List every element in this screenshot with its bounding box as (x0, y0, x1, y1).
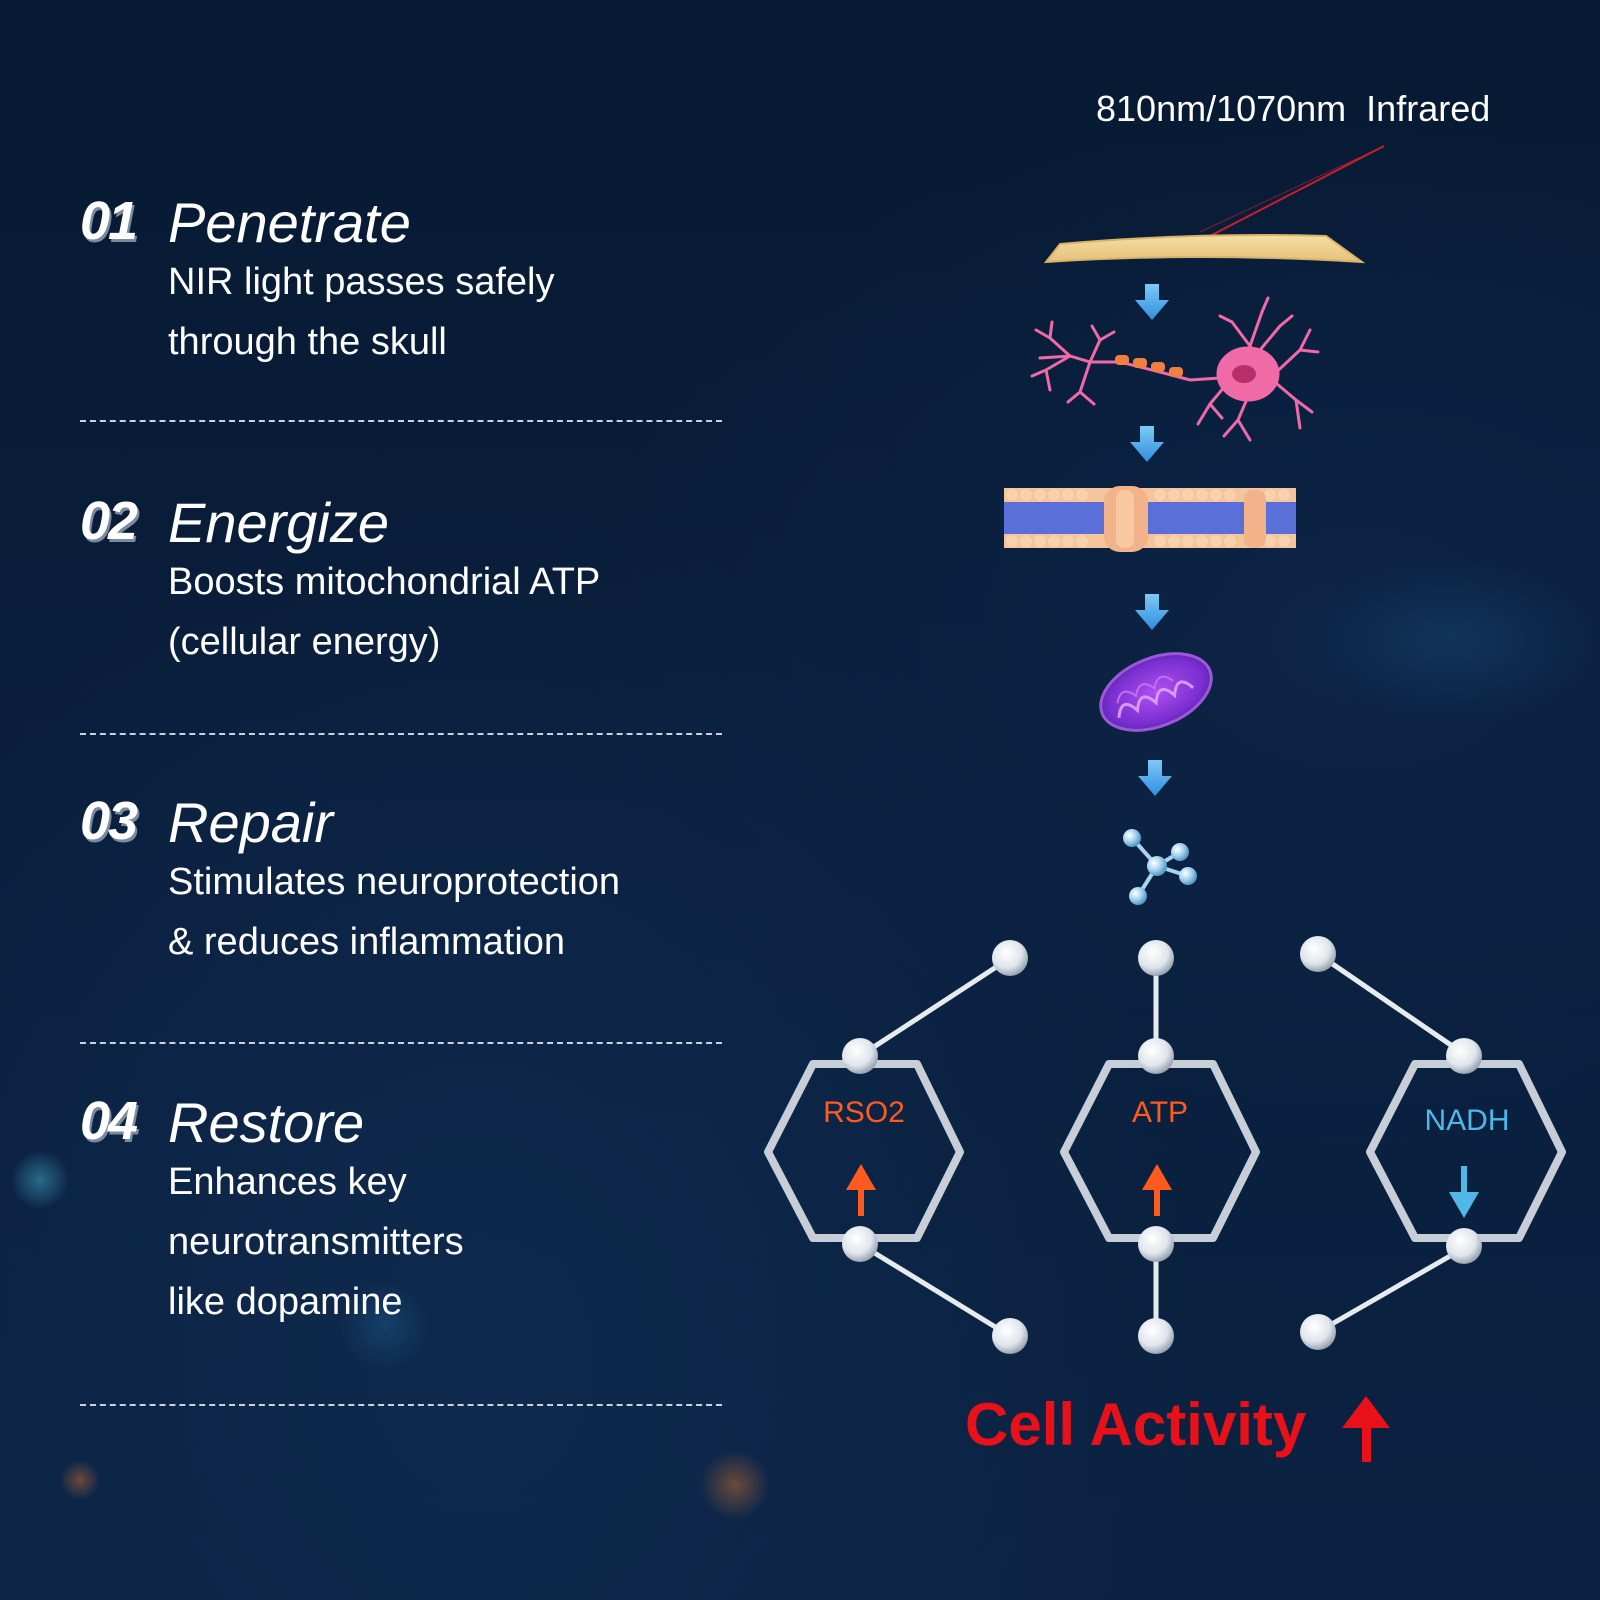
molecule-icon (1123, 829, 1197, 905)
step-description: Stimulates neuroprotection & reduces inf… (168, 861, 621, 963)
step-title: Repair (168, 791, 333, 854)
step-number: 03 (80, 791, 138, 851)
cell-activity-label: Cell Activity (965, 1391, 1307, 1458)
laser-beam (1199, 145, 1385, 237)
marker-label-rso2: RSO2 (823, 1096, 905, 1129)
dashed-divider (80, 733, 722, 735)
hexagon-nadh (1366, 1060, 1566, 1242)
step-number: 01 (80, 191, 138, 251)
neuron-icon (1030, 296, 1320, 442)
down-arrow-icon (1130, 426, 1164, 462)
skull-layer-icon (1043, 234, 1366, 264)
arrow-down-icon (1449, 1166, 1479, 1218)
dashed-divider (80, 1404, 722, 1406)
down-arrow-icon (1135, 594, 1169, 630)
dashed-divider (80, 420, 722, 422)
marker-label-atp: ATP (1131, 1096, 1189, 1129)
step-title: Restore (168, 1091, 365, 1154)
connector-nodes (842, 936, 1482, 1354)
cell-activity-arrow-icon (1342, 1396, 1390, 1462)
mitochondria-icon (1099, 652, 1213, 732)
step-title: Penetrate (168, 191, 411, 254)
step-title: Energize (168, 491, 390, 554)
down-arrow-icon (1135, 284, 1169, 320)
hexagon-atp (1060, 1060, 1260, 1242)
step-description: NIR light passes safely through the skul… (168, 261, 555, 363)
marker-label-nadh: NADH (1424, 1104, 1510, 1137)
cell-membrane-icon (1004, 486, 1296, 552)
step-number: 02 (80, 491, 138, 551)
arrow-up-icon (1142, 1164, 1172, 1216)
step-description: Enhances key neurotransmitters like dopa… (168, 1161, 464, 1323)
dashed-divider (80, 1042, 722, 1044)
arrow-up-icon (846, 1164, 876, 1216)
infrared-label: 810nm/1070nm Infrared (1096, 88, 1491, 129)
step-number: 04 (80, 1091, 138, 1151)
down-arrow-icon (1138, 760, 1172, 796)
hexagon-rso2 (764, 1060, 964, 1242)
step-description: Boosts mitochondrial ATP (cellular energ… (168, 561, 601, 663)
